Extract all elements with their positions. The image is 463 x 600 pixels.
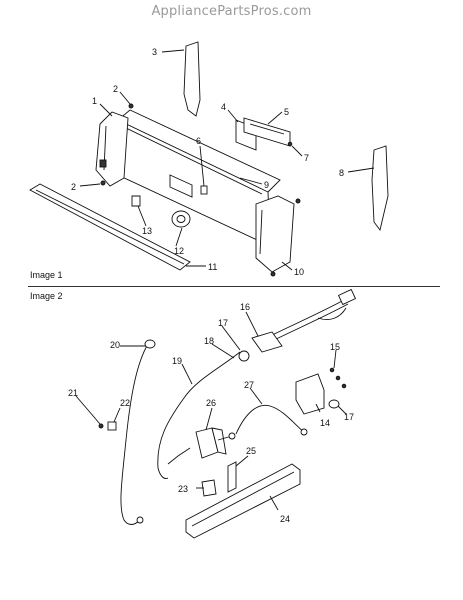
screw-icon <box>270 271 276 277</box>
nut-17 <box>328 399 340 409</box>
callout-3: 3 <box>152 47 157 57</box>
callout-16: 16 <box>240 302 250 312</box>
bracket-16 <box>251 331 283 353</box>
screw-icon <box>295 198 301 204</box>
screw-icon <box>341 383 347 389</box>
section-divider <box>28 286 440 287</box>
callout-7: 7 <box>304 153 309 163</box>
callout-18: 18 <box>204 336 214 346</box>
screw-icon <box>100 180 106 186</box>
valve-26 <box>167 427 236 465</box>
callout-2: 2 <box>71 182 76 192</box>
callout-5: 5 <box>284 107 289 117</box>
callout-15: 15 <box>330 342 340 352</box>
screw-icon <box>329 367 335 373</box>
callout-25: 25 <box>246 446 256 456</box>
callout-26: 26 <box>206 398 216 408</box>
image2-label: Image 2 <box>30 291 63 301</box>
callout-1: 1 <box>92 96 97 106</box>
module-23 <box>201 479 217 497</box>
right-end-cap <box>255 195 295 273</box>
screw-icon <box>98 423 104 429</box>
callout-2: 2 <box>113 84 118 94</box>
leader-lines-image1 <box>79 49 375 271</box>
knob <box>171 210 191 228</box>
tube-20 <box>120 343 149 525</box>
callout-10: 10 <box>294 267 304 277</box>
part-6 <box>200 185 208 195</box>
callouts-image1: 1 2 2 3 4 5 6 7 8 9 10 11 12 13 <box>71 47 344 277</box>
watermark: AppliancePartsPros.com <box>151 4 312 19</box>
callout-8: 8 <box>339 168 344 178</box>
callout-12: 12 <box>174 246 184 256</box>
image1-label: Image 1 <box>30 270 63 280</box>
side-bracket <box>371 145 389 232</box>
wire-harness <box>261 288 357 345</box>
left-end-cap <box>95 111 129 187</box>
callout-22: 22 <box>120 398 130 408</box>
callout-14: 14 <box>320 418 330 428</box>
screw-icon <box>335 375 341 381</box>
callout-13: 13 <box>142 226 152 236</box>
callout-21: 21 <box>68 388 78 398</box>
bracket-14 <box>295 373 325 415</box>
callout-17: 17 <box>218 318 228 328</box>
bracket-3 <box>183 41 201 117</box>
callout-20: 20 <box>110 340 120 350</box>
base-bracket-24 <box>185 463 301 539</box>
screw-icon <box>128 103 134 109</box>
callout-9: 9 <box>264 180 269 190</box>
callout-6: 6 <box>196 136 201 146</box>
callout-11: 11 <box>208 262 217 272</box>
callout-27: 27 <box>244 380 254 390</box>
callouts-image2: 14 15 16 17 17 18 19 20 21 22 23 24 25 2… <box>68 302 354 524</box>
clip <box>131 195 141 207</box>
callout-19: 19 <box>172 356 182 366</box>
bracket-25 <box>227 461 237 493</box>
tube-19 <box>157 351 241 479</box>
callout-17: 17 <box>344 412 354 422</box>
leader-lines-image2 <box>75 311 347 511</box>
tube-27 <box>235 404 305 435</box>
callout-4: 4 <box>221 102 226 112</box>
callout-24: 24 <box>280 514 290 524</box>
clip-22 <box>107 421 117 431</box>
callout-23: 23 <box>178 484 188 494</box>
